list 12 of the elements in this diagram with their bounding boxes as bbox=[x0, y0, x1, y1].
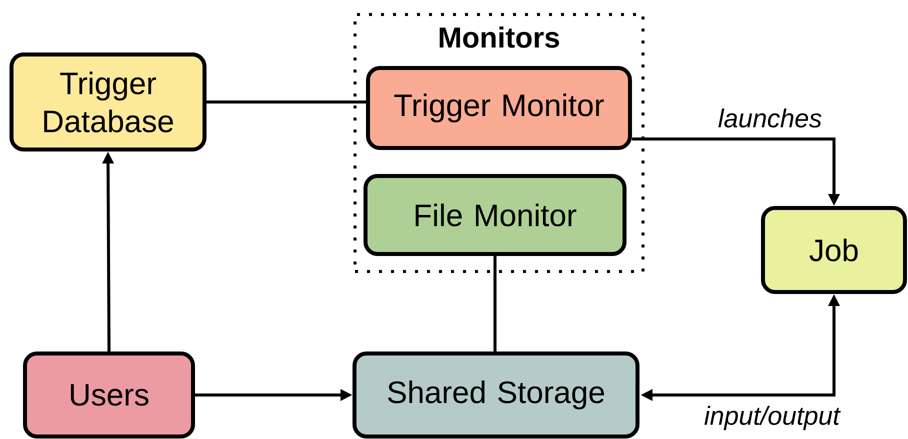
group-box bbox=[354, 13, 644, 273]
process-box: Job bbox=[761, 206, 907, 294]
edge-label: input/output bbox=[704, 406, 841, 430]
process-box: Trigger Monitor bbox=[366, 66, 632, 150]
process-box: File Monitor bbox=[364, 174, 626, 256]
process-box: Users bbox=[23, 352, 195, 438]
edge-label: launches bbox=[718, 108, 822, 128]
connector bbox=[206, 100, 366, 104]
process-box: Trigger Database bbox=[10, 52, 206, 152]
connector bbox=[494, 256, 496, 352]
group-heading: Monitors bbox=[440, 26, 560, 48]
process-box: Shared Storage bbox=[352, 352, 640, 438]
